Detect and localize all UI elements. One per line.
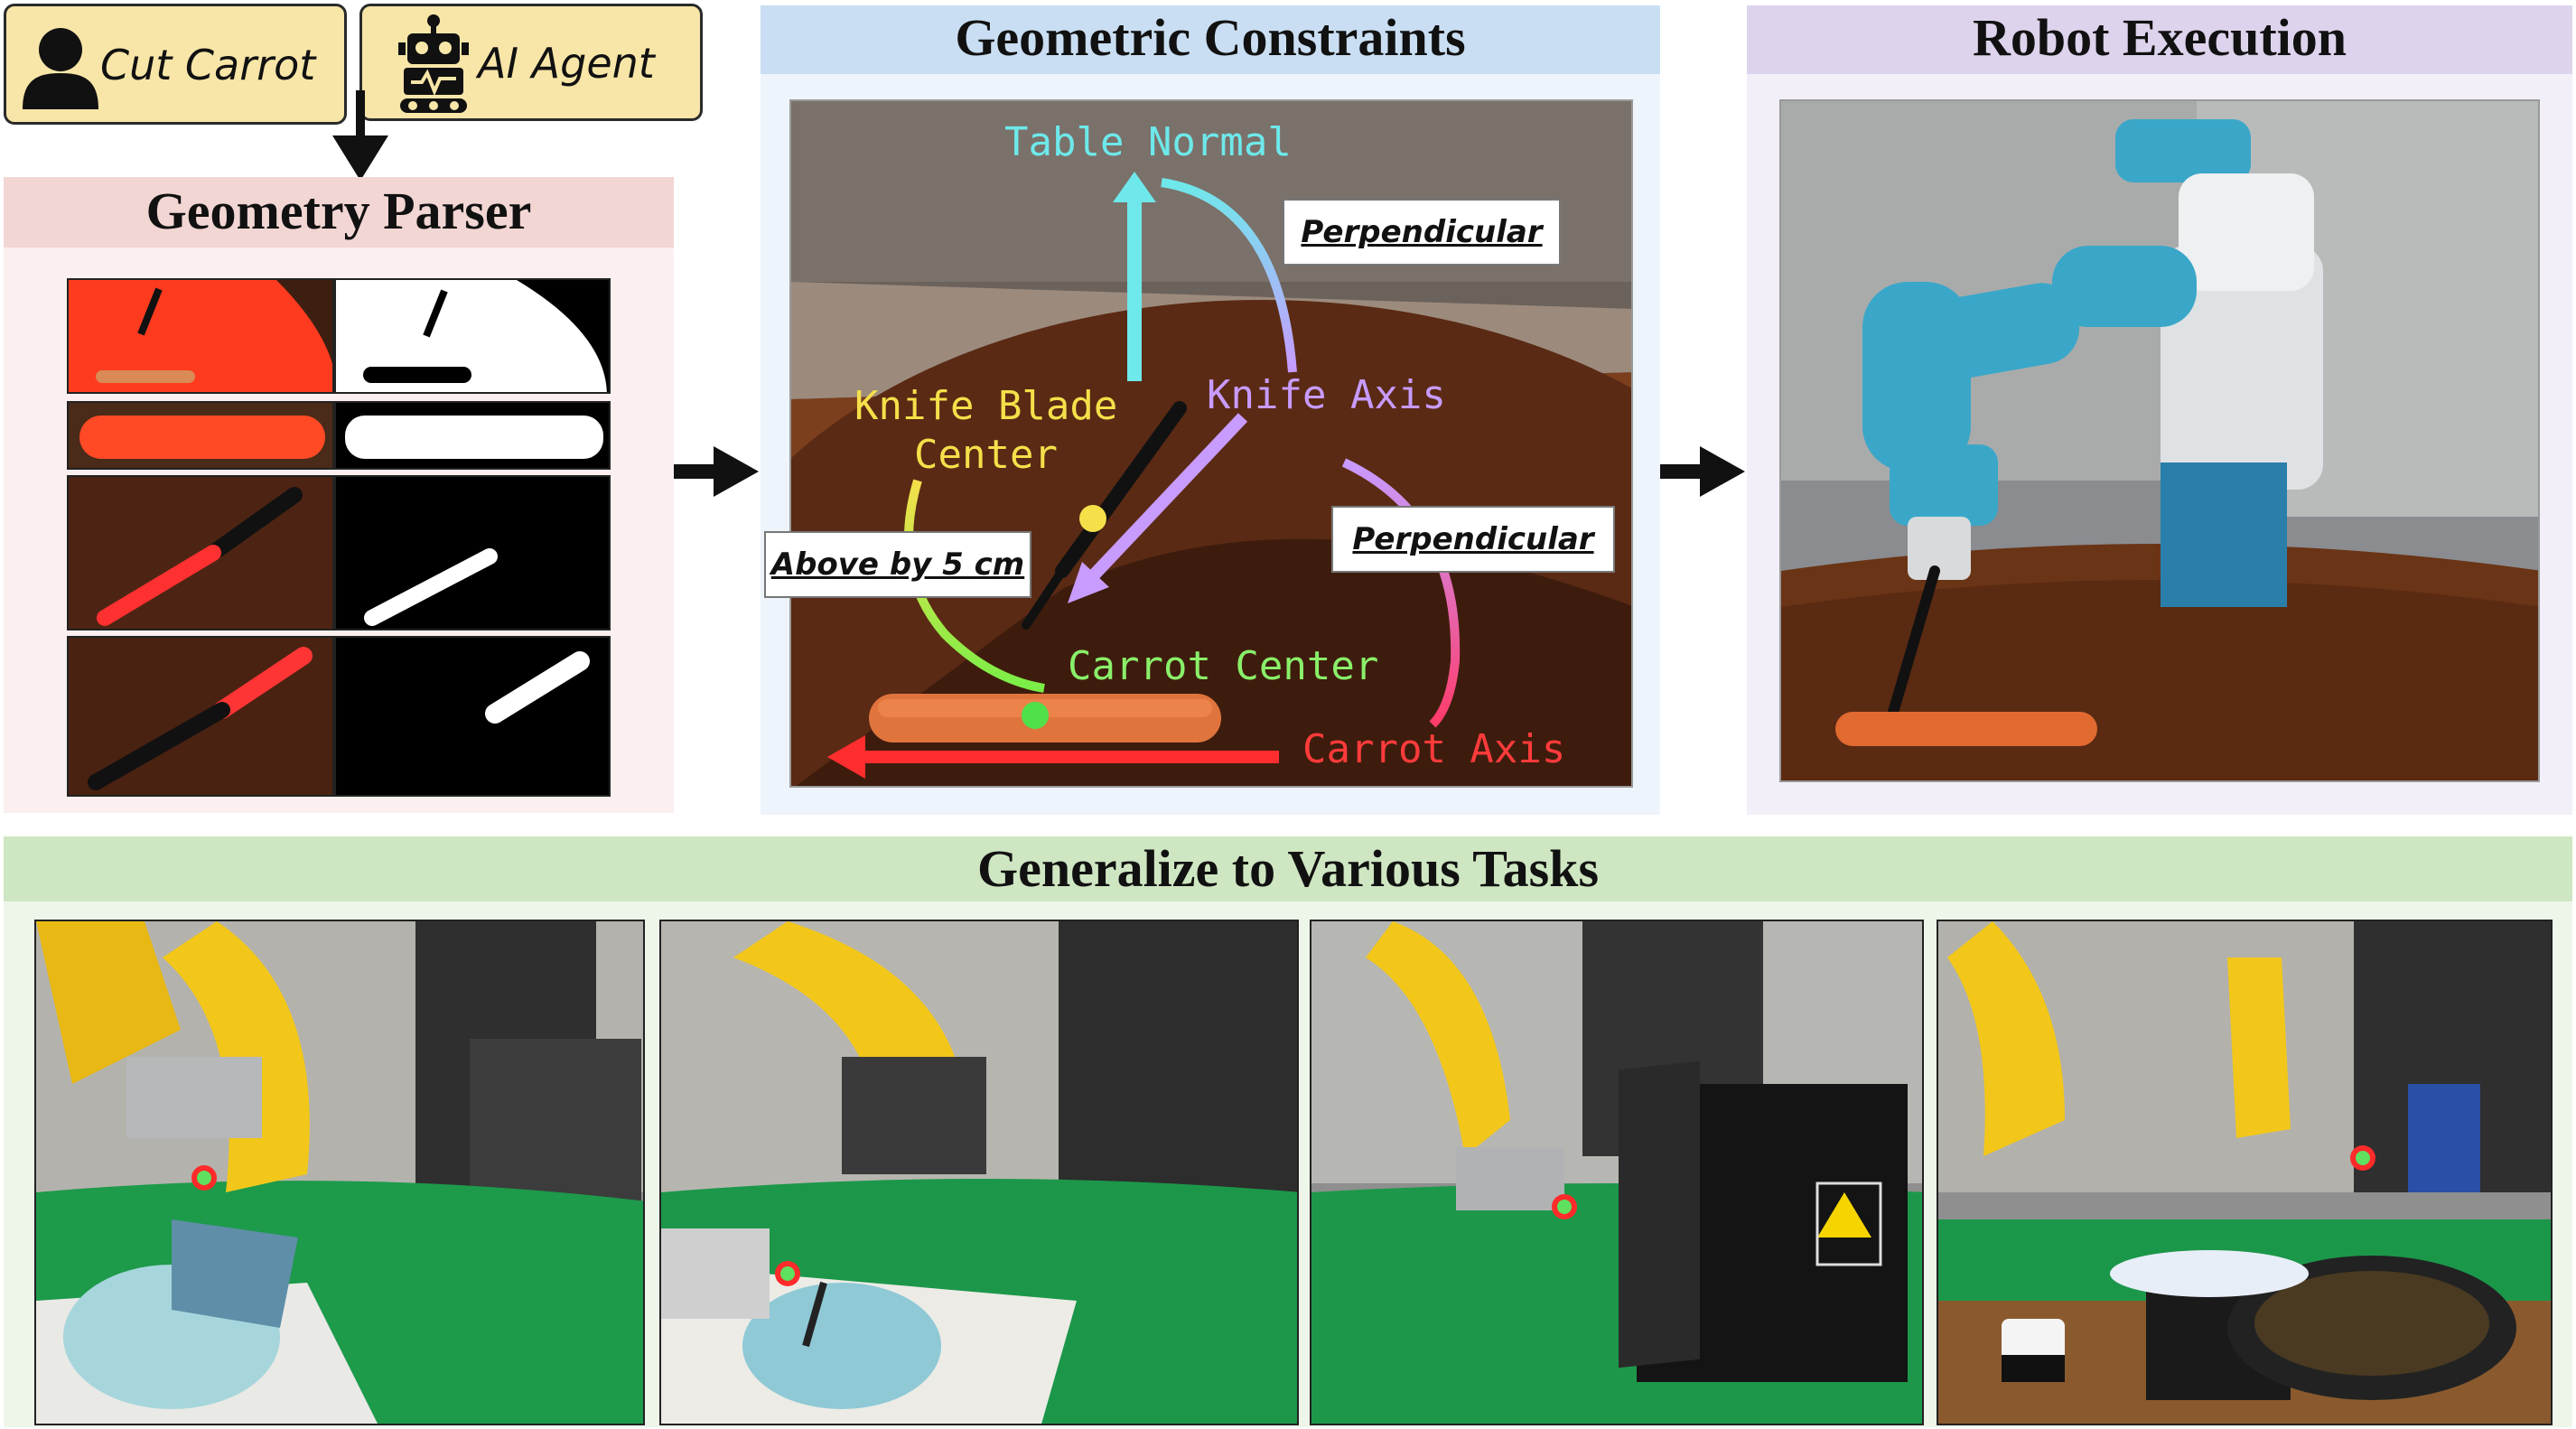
task-image-microwave [1310,920,1924,1425]
robot-execution-header [1747,5,2572,74]
parser-row-1-mask [334,278,611,394]
carrot-center-point [1022,702,1049,729]
parser-row-3-color [67,475,334,630]
parser-row-1-mask-art [336,280,607,392]
parser-row-3-mask [334,475,611,630]
parser-row-2-color [67,401,334,470]
perpendicular-arc-2 [1341,458,1461,728]
task-image-microwave-art [1311,921,1922,1424]
ai-agent-label: AI Agent [478,39,655,88]
geometry-parser-title: Geometry Parser [145,182,532,240]
knife-axis-label: Knife Axis [1207,372,1446,418]
parser-row-1-color-art [69,280,332,392]
grasp-point-icon [2350,1145,2375,1171]
task-image-pour-art [36,921,643,1424]
parser-row-2-mask-art [345,416,603,459]
above-tag: Above by 5 cm [764,531,1031,598]
generalize-header [4,836,2572,901]
robot-execution-panel: Robot Execution [1747,5,2572,815]
parser-row-3-mask-art [364,548,498,626]
robot-execution-image [1779,99,2540,782]
parser-row-4-color [67,636,334,797]
task-image-cooking-art [1938,921,2551,1424]
ai-agent-bubble: AI Agent [359,4,703,121]
parser-row-3-color-art [97,487,303,626]
parser-row-4-color-art [88,647,313,790]
parser-row-1-color [67,278,334,394]
knife-axis-arrow [1084,413,1248,584]
perpendicular-arc-1 [1161,178,1297,373]
robot-execution-art [1781,101,2538,780]
robot-icon [398,14,469,113]
down-arrow-icon [332,90,388,181]
right-arrow-icon [674,446,759,497]
user-instruction-bubble: Cut Carrot [4,4,347,125]
grasp-point-icon [1552,1194,1577,1219]
table-normal-arrowhead [1113,172,1156,202]
geometry-parser-header [4,177,674,248]
table-normal-label: Table Normal [1004,119,1292,165]
parser-row-4-mask-art [485,651,590,724]
constraints-scene-image: Table Normal Knife Blade Center Knife Ax… [789,99,1633,788]
parser-row-2-mask [334,401,611,470]
carrot-center-label: Carrot Center [1068,643,1379,689]
user-icon [23,28,98,109]
geometric-constraints-panel: Geometric Constraints [761,5,1660,815]
generalize-panel: Generalize to Various Tasks [4,836,2572,1427]
perpendicular-tag-1: Perpendicular [1283,199,1561,266]
generalize-title: Generalize to Various Tasks [976,839,1600,898]
robot-execution-title: Robot Execution [1972,8,2347,67]
task-image-stir-art [661,921,1297,1424]
knife-blade-center-label-line2: Center [914,432,1058,478]
grasp-point-icon [775,1261,800,1286]
above-arc [904,479,1045,693]
parser-row-2-color-art [79,416,325,459]
grasp-point-icon [191,1165,217,1191]
right-arrow-icon [1660,446,1745,497]
task-image-pour [34,920,645,1425]
knife-blade-center-point [1079,505,1106,532]
knife-blade-center-label-line1: Knife Blade [854,383,1118,429]
carrot-axis-label: Carrot Axis [1302,726,1566,772]
geometry-parser-panel: Geometry Parser [4,177,674,813]
task-image-cooking [1937,920,2553,1425]
geometric-constraints-title: Geometric Constraints [955,8,1466,67]
perpendicular-tag-2: Perpendicular [1331,506,1615,573]
user-instruction-label: Cut Carrot [100,41,316,89]
parser-row-4-mask [334,636,611,797]
task-image-stir [659,920,1299,1425]
carrot-axis-arrowhead [827,735,865,779]
geometric-constraints-header [761,5,1660,74]
knife-axis-arrowhead [1068,562,1109,603]
constraints-overlay [827,172,1461,779]
